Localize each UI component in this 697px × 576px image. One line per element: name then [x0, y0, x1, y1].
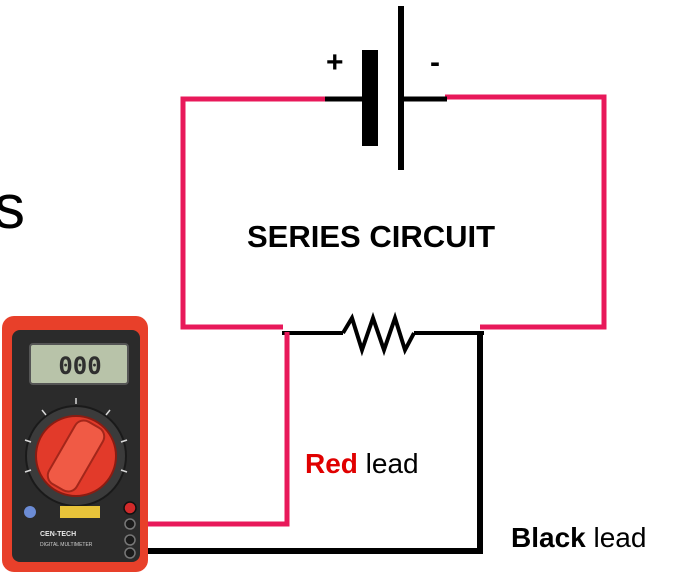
- battery-positive-plate: [398, 6, 404, 170]
- red-lead-suffix: lead: [358, 448, 419, 479]
- multimeter: 000 CEN-TECH DIGITAL MULTIMETER: [2, 316, 148, 572]
- red-wire-loop: [180, 96, 327, 330]
- battery-positive-sign: +: [326, 46, 344, 79]
- multimeter-dial-knob: [46, 419, 106, 493]
- red-wire-right: [445, 94, 607, 330]
- black-lead-word: Black: [511, 522, 586, 553]
- black-lead-suffix: lead: [586, 522, 647, 553]
- resistor-zigzag: [341, 311, 416, 357]
- multimeter-brand: CEN-TECH: [40, 531, 76, 538]
- fragment-text: s: [0, 173, 25, 242]
- battery-negative-sign: -: [430, 46, 440, 79]
- multimeter-mode-badge: [60, 506, 100, 518]
- black-probe-wire: [130, 333, 483, 554]
- multimeter-button[interactable]: [24, 506, 36, 518]
- red-lead-label: Red lead: [305, 448, 419, 479]
- black-lead-label: Black lead: [511, 522, 646, 553]
- red-probe-wire: [130, 332, 290, 527]
- multimeter-display: 000: [58, 352, 101, 380]
- multimeter-black-jack[interactable]: [124, 547, 136, 559]
- battery-negative-plate: [362, 50, 378, 146]
- multimeter-lcd: [29, 343, 129, 385]
- red-lead-word: Red: [305, 448, 358, 479]
- multimeter-jack-2[interactable]: [124, 518, 136, 530]
- multimeter-jack-3[interactable]: [124, 534, 136, 546]
- multimeter-model: DIGITAL MULTIMETER: [40, 542, 93, 548]
- circuit-label: SERIES CIRCUIT: [247, 219, 495, 254]
- multimeter-red-jack[interactable]: [123, 501, 137, 515]
- multimeter-scale-ticks: [24, 398, 128, 473]
